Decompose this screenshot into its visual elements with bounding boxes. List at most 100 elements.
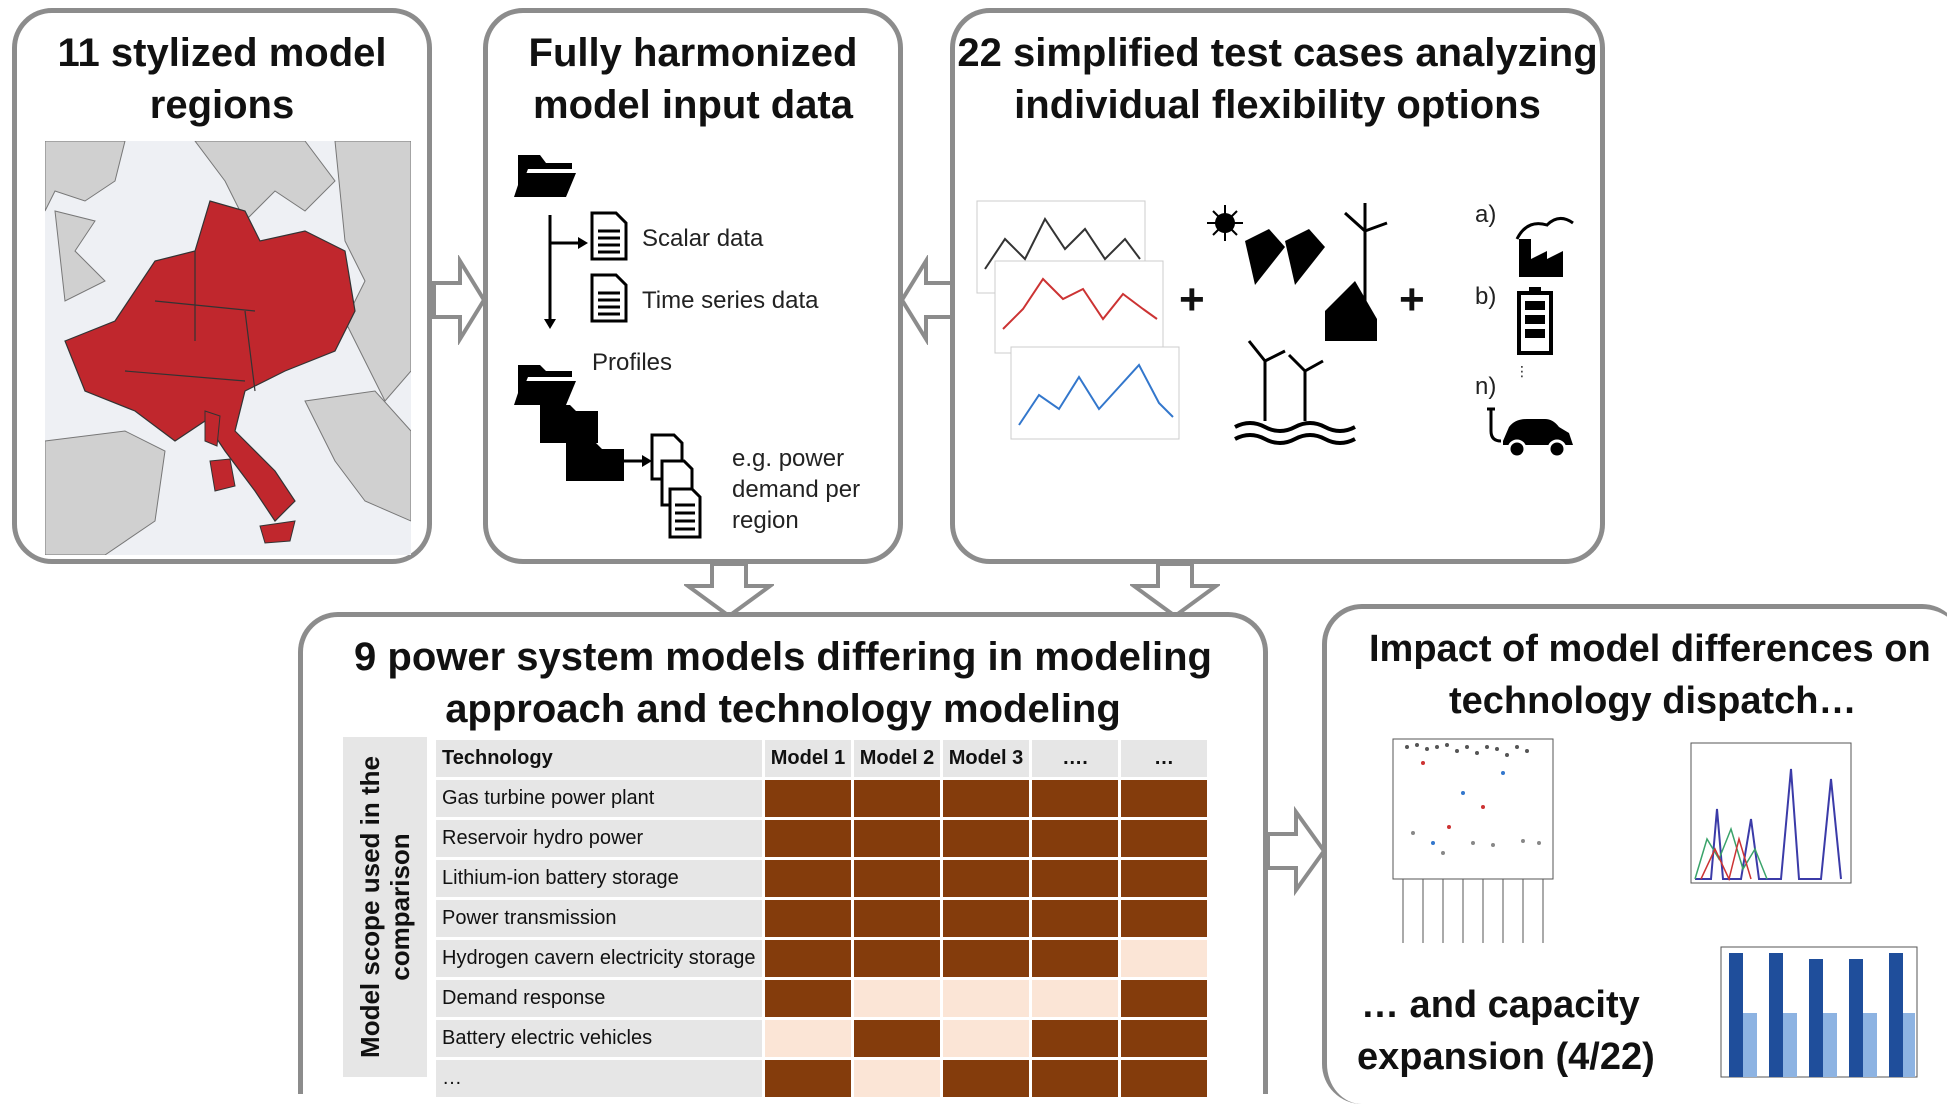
scope-cell-included xyxy=(1118,817,1210,860)
plus-1: + xyxy=(1179,275,1205,324)
technology-name: … xyxy=(433,1057,765,1100)
option-n-label: n) xyxy=(1475,373,1497,400)
scope-cell-included xyxy=(851,777,943,820)
scope-cell-included xyxy=(762,977,854,1020)
profile-arrow xyxy=(622,455,652,467)
scope-cell-included xyxy=(1029,937,1121,980)
model-scope-table: Technology Model 1 Model 2 Model 3 …. … … xyxy=(433,737,1210,1100)
technology-name: Power transmission xyxy=(433,897,765,940)
scope-cell-included xyxy=(1029,817,1121,860)
capacity-expansion-label: … and capacity expansion (4/22) xyxy=(1357,984,1655,1078)
header-technology: Technology xyxy=(433,737,765,780)
scope-cell-included xyxy=(1118,1017,1210,1060)
input-data-panel: Fully harmonized model input data Scalar… xyxy=(483,8,903,564)
scope-cell-included xyxy=(1118,1057,1210,1100)
timeseries-doc-icon xyxy=(590,273,628,323)
header-model-more: …. xyxy=(1029,737,1121,780)
scope-cell-included xyxy=(1029,857,1121,900)
arrow-testcases-to-input xyxy=(900,255,954,345)
table-row: Hydrogen cavern electricity storage xyxy=(433,937,1210,980)
arrow-testcases-to-models xyxy=(1130,562,1220,618)
scope-cell-included xyxy=(762,857,854,900)
timeseries-plots-icon xyxy=(976,200,1180,440)
models-panel: 9 power system models differing in model… xyxy=(298,612,1268,1100)
arrow-models-to-impact xyxy=(1266,806,1327,896)
scope-cell-included xyxy=(851,857,943,900)
regions-panel: 11 stylized model regions xyxy=(12,8,432,564)
table-row: Gas turbine power plant xyxy=(433,777,1210,820)
scope-cell-included xyxy=(851,937,943,980)
dispatch-scatter-plot xyxy=(1392,738,1554,943)
table-row: Lithium-ion battery storage xyxy=(433,857,1210,900)
option-b-label: b) xyxy=(1475,283,1497,310)
electric-car-icon xyxy=(1487,407,1573,459)
table-row: … xyxy=(433,1057,1210,1100)
scope-cell-included xyxy=(1029,1057,1121,1100)
technology-name: Reservoir hydro power xyxy=(433,817,765,860)
scope-cell-included xyxy=(940,857,1032,900)
scope-cell-included xyxy=(940,817,1032,860)
scope-cell-included xyxy=(762,897,854,940)
scope-cell-included xyxy=(851,817,943,860)
scope-cell-included xyxy=(940,937,1032,980)
technology-name: Gas turbine power plant xyxy=(433,777,765,820)
timeseries-data-label: Time series data xyxy=(642,287,819,314)
scope-cell-excluded xyxy=(1118,937,1210,980)
scope-cell-included xyxy=(851,1017,943,1060)
scope-cell-included xyxy=(940,1057,1032,1100)
scope-cell-excluded xyxy=(940,1017,1032,1060)
header-model-3: Model 3 xyxy=(940,737,1032,780)
technology-name: Hydrogen cavern electricity storage xyxy=(433,937,765,980)
model-scope-side-label: Model scope used in the comparison xyxy=(343,737,427,1077)
scope-cell-excluded xyxy=(1029,977,1121,1020)
example-label: e.g. power demand per region xyxy=(732,445,861,534)
scope-cell-excluded xyxy=(940,977,1032,1020)
header-model-1: Model 1 xyxy=(762,737,854,780)
power-plant-icon xyxy=(1515,217,1574,277)
option-dots: ⋮ xyxy=(1515,363,1529,379)
scope-cell-included xyxy=(1029,1017,1121,1060)
core-region-shape xyxy=(64,200,356,522)
test-cases-title: 22 simplified test cases analyzing indiv… xyxy=(957,31,1598,127)
technology-name: Lithium-ion battery storage xyxy=(433,857,765,900)
regions-title: 11 stylized model regions xyxy=(57,31,387,127)
test-cases-panel: 22 simplified test cases analyzing indiv… xyxy=(950,8,1605,564)
scope-cell-included xyxy=(1118,777,1210,820)
arrow-regions-to-input xyxy=(432,255,486,345)
option-a-label: a) xyxy=(1475,201,1497,228)
folder-tree-icon xyxy=(514,155,624,481)
scope-cell-included xyxy=(940,777,1032,820)
dispatch-line-plot xyxy=(1690,742,1852,884)
table-row: Reservoir hydro power xyxy=(433,817,1210,860)
scope-cell-included xyxy=(851,897,943,940)
table-header: Technology Model 1 Model 2 Model 3 …. … xyxy=(433,737,1210,780)
plus-2: + xyxy=(1399,275,1425,324)
capacity-bar-chart xyxy=(1720,946,1918,1078)
scope-cell-included xyxy=(1118,977,1210,1020)
header-model-2: Model 2 xyxy=(851,737,943,780)
scope-cell-included xyxy=(762,937,854,980)
scalar-doc-icon xyxy=(590,211,628,261)
scope-cell-included xyxy=(762,1057,854,1100)
scope-cell-included xyxy=(1029,777,1121,820)
scope-cell-included xyxy=(1029,897,1121,940)
arrow-input-to-models xyxy=(684,562,774,618)
profiles-label: Profiles xyxy=(592,349,673,376)
scope-cell-excluded xyxy=(762,1017,854,1060)
scalar-data-label: Scalar data xyxy=(642,225,764,252)
scope-cell-included xyxy=(762,817,854,860)
technology-name: Demand response xyxy=(433,977,765,1020)
models-title: 9 power system models differing in model… xyxy=(354,635,1212,731)
battery-icon xyxy=(1517,287,1553,355)
scope-cell-included xyxy=(1118,897,1210,940)
input-data-title: Fully harmonized model input data xyxy=(528,31,858,127)
impact-panel: Impact of model differences on technolog… xyxy=(1322,604,1947,1104)
scope-cell-included xyxy=(762,777,854,820)
table-row: Power transmission xyxy=(433,897,1210,940)
profile-docs-icon xyxy=(650,433,702,539)
scope-cell-included xyxy=(1118,857,1210,900)
table-row: Battery electric vehicles xyxy=(433,1017,1210,1060)
header-model-etc: … xyxy=(1118,737,1210,780)
europe-map xyxy=(45,141,411,555)
impact-title: Impact of model differences on technolog… xyxy=(1369,628,1931,722)
